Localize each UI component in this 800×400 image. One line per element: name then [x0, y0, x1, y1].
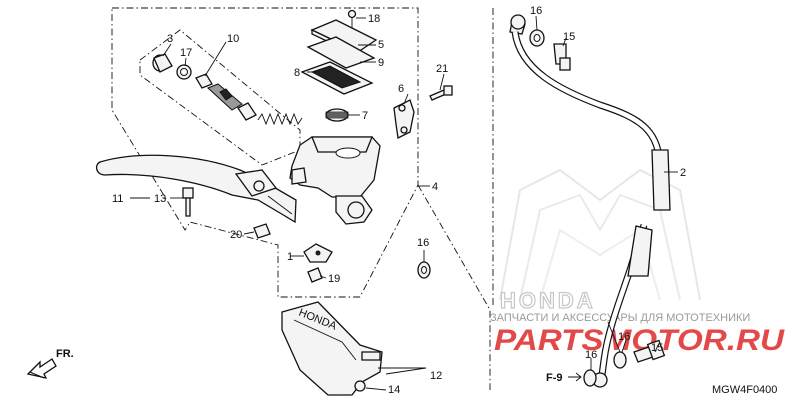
callout-13: 13 [154, 193, 166, 205]
piston-set[interactable] [195, 73, 303, 126]
callout-3: 3 [167, 33, 173, 45]
watermark-caption: ЗАПЧАСТИ И АКСЕССУАРЫ ДЛЯ МОТОТЕХНИКИ [490, 312, 750, 324]
callout-15-bottom: 15 [651, 342, 663, 354]
honda-logo-watermark: HONDA [500, 288, 596, 313]
diaphragm-plate[interactable] [306, 36, 376, 69]
holder-bolt[interactable] [429, 85, 453, 101]
front-direction-arrow-icon [26, 358, 57, 379]
callout-21: 21 [436, 63, 448, 75]
brake-hose[interactable] [509, 14, 671, 388]
pivot-bolt[interactable] [182, 187, 194, 217]
boot[interactable] [152, 53, 173, 73]
cap-screw[interactable] [347, 9, 357, 31]
lever-nut[interactable] [253, 223, 271, 239]
callout-19: 19 [328, 273, 340, 285]
assembly-frame-hose-left [417, 184, 491, 390]
callout-16-bottom-right: 16 [618, 331, 630, 343]
callout-8: 8 [294, 67, 300, 79]
guard-screw[interactable] [354, 380, 366, 392]
callout-2: 2 [680, 167, 686, 179]
honda-wing-watermark [499, 168, 701, 301]
callout-18: 18 [368, 13, 380, 25]
callout-16-middle: 16 [417, 237, 429, 249]
callout-15-top: 15 [563, 31, 575, 43]
holder-sub-assy[interactable] [303, 243, 333, 263]
brake-lever[interactable] [95, 154, 297, 224]
callout-17: 17 [180, 47, 192, 59]
callout-11: 11 [112, 193, 123, 205]
figure-reference[interactable]: F-9 [546, 372, 582, 384]
callout-labels: 1 2 3 4 5 6 7 8 9 10 11 12 13 14 15 15 1… [112, 5, 686, 396]
assembly-frame-piston-set [139, 29, 301, 166]
oil-bolt-top[interactable] [553, 43, 571, 71]
sealing-washer-bottom-left[interactable] [583, 369, 597, 387]
switch-screw[interactable] [307, 267, 323, 283]
handlebar-holder[interactable] [393, 99, 415, 139]
diaphragm[interactable] [300, 61, 374, 95]
callout-16-bottom: 16 [585, 349, 597, 361]
callout-5: 5 [378, 39, 384, 51]
callout-7: 7 [362, 110, 368, 122]
sealing-washer-bottom-right[interactable] [613, 351, 627, 369]
callout-9: 9 [378, 57, 384, 69]
float[interactable] [325, 108, 349, 122]
circlip[interactable] [176, 64, 192, 80]
callout-6: 6 [398, 83, 404, 95]
callout-4: 4 [432, 181, 438, 193]
piston-spring [257, 112, 303, 126]
figure-reference-label: F-9 [546, 372, 563, 384]
callout-14: 14 [388, 384, 400, 396]
front-direction-label: FR. [56, 348, 74, 360]
model-code: MGW4F0400 [712, 384, 777, 396]
callout-20: 20 [230, 229, 242, 241]
callout-16-top: 16 [530, 5, 542, 17]
sealing-washer-middle[interactable] [417, 261, 431, 279]
callout-1: 1 [287, 251, 293, 263]
leader-lines [130, 15, 678, 391]
master-cylinder-body[interactable] [289, 136, 381, 225]
sealing-washer-top[interactable] [529, 29, 545, 47]
callout-10: 10 [227, 33, 239, 45]
callout-12: 12 [430, 370, 442, 382]
